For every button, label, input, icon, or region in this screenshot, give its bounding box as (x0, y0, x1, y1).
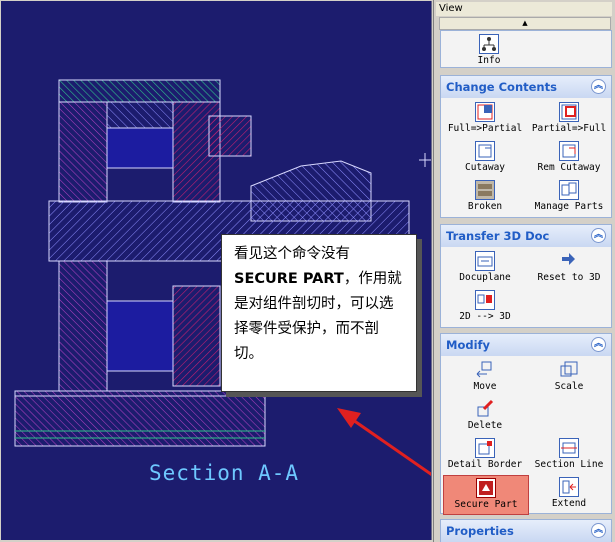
delete-icon (475, 399, 495, 419)
collapse-icon[interactable]: ︽ (591, 79, 606, 94)
change-contents-pane: Change Contents︽ Full=>Partial Partial=>… (440, 75, 612, 218)
remove-cutaway-icon (559, 141, 579, 161)
move-button[interactable]: Move (443, 360, 527, 392)
drawing-canvas[interactable]: Section A-A 看见这个命令没有 SECURE PART，作用就是对组件… (1, 1, 432, 540)
partial-to-full-icon (559, 102, 579, 122)
tree-icon (479, 34, 499, 54)
view-bar[interactable]: View (436, 2, 612, 16)
modify-header[interactable]: Modify︽ (441, 334, 611, 356)
scroll-up-button[interactable]: ▲ (439, 17, 611, 30)
callout-line1: 看见这个命令没有 (234, 246, 350, 262)
cutaway-button[interactable]: Cutaway (443, 141, 527, 173)
collapse-icon[interactable]: ︽ (591, 523, 606, 538)
properties-pane: Properties︽ (440, 519, 612, 542)
delete-button[interactable]: Delete (443, 399, 527, 431)
scale-button[interactable]: Scale (527, 360, 611, 392)
2d-to-3d-button[interactable]: 2D --> 3D (443, 290, 527, 322)
extend-button[interactable]: Extend (527, 477, 611, 509)
manage-parts-button[interactable]: Manage Parts (527, 180, 611, 212)
broken-button[interactable]: Broken (443, 180, 527, 212)
tools-panel: View ▲ Info Change Contents︽ Full=>Parti… (433, 0, 615, 542)
properties-header[interactable]: Properties︽ (441, 520, 611, 542)
info-pane: Info (440, 30, 612, 68)
docuplane-icon (475, 251, 495, 271)
secure-part-icon (476, 478, 496, 498)
annotation-callout: 看见这个命令没有 SECURE PART，作用就是对组件剖切时，可以选择零件受保… (221, 234, 417, 392)
section-line-button[interactable]: Section Line (527, 438, 611, 470)
transfer-header[interactable]: Transfer 3D Doc︽ (441, 225, 611, 247)
section-line-icon (559, 438, 579, 458)
transfer-pane: Transfer 3D Doc︽ Docuplane Reset to 3D 2… (440, 224, 612, 328)
manage-parts-icon (559, 180, 579, 200)
broken-icon (475, 180, 495, 200)
modify-pane: Modify︽ Move Scale Delete Detail Border … (440, 333, 612, 515)
reset-to-3d-button[interactable]: Reset to 3D (527, 251, 611, 283)
change-contents-header[interactable]: Change Contents︽ (441, 76, 611, 98)
info-button[interactable]: Info (447, 34, 531, 66)
callout-rest: ，作用就是对组件剖切时，可以选择零件受保护，而不剖切。 (234, 271, 402, 362)
full-to-partial-icon (475, 102, 495, 122)
scale-icon (559, 360, 579, 380)
reset-to-3d-icon (559, 251, 579, 271)
secure-part-button[interactable]: Secure Part (443, 475, 529, 515)
rem-cutaway-button[interactable]: Rem Cutaway (527, 141, 611, 173)
detail-border-button[interactable]: Detail Border (443, 438, 527, 470)
callout-bold: SECURE PART (234, 271, 344, 287)
move-icon (475, 360, 495, 380)
collapse-icon[interactable]: ︽ (591, 337, 606, 352)
detail-border-icon (475, 438, 495, 458)
section-label: Section A-A (149, 461, 300, 485)
docuplane-button[interactable]: Docuplane (443, 251, 527, 283)
cutaway-icon (475, 141, 495, 161)
collapse-icon[interactable]: ︽ (591, 228, 606, 243)
extend-icon (559, 477, 579, 497)
full-to-partial-button[interactable]: Full=>Partial (443, 102, 527, 134)
partial-to-full-button[interactable]: Partial=>Full (527, 102, 611, 134)
pointer-arrow (337, 408, 431, 476)
2d-to-3d-icon (475, 290, 495, 310)
